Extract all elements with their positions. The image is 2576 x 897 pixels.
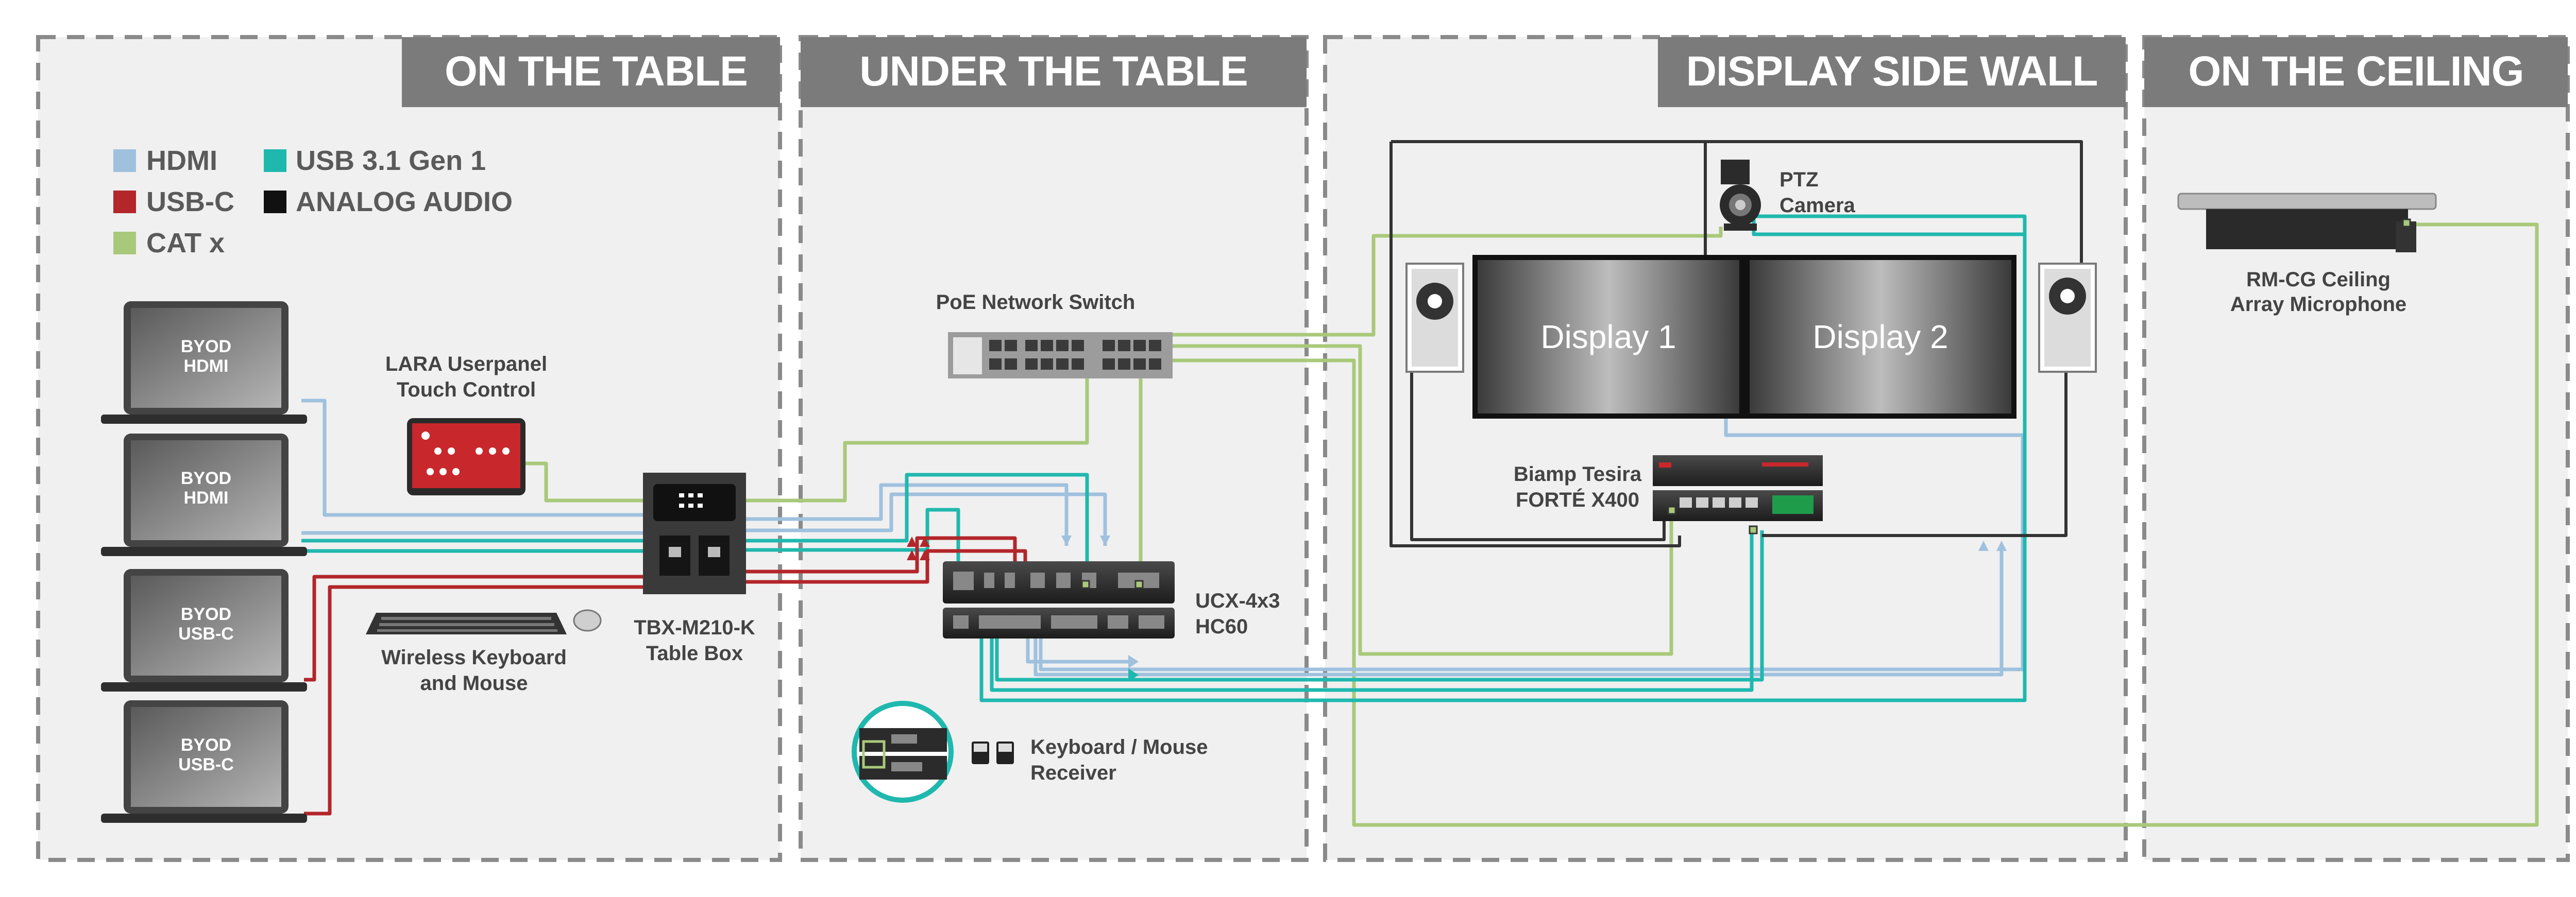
cable-hdmi — [744, 483, 1069, 546]
device-label: HC60 — [1195, 615, 1248, 638]
legend-swatch-catx — [113, 232, 136, 254]
cable-hdmi — [744, 492, 1107, 546]
laptop-label: HDMI — [184, 488, 229, 508]
device-label: Array Microphone — [2230, 293, 2406, 316]
cable-catx — [1171, 344, 1673, 656]
zone-display-side-wall: DISPLAY SIDE WALL — [1323, 35, 2128, 862]
laptop-3: BYOD USB-C — [101, 569, 307, 692]
device-label: Camera — [1780, 194, 1856, 217]
device-label: and Mouse — [420, 672, 528, 695]
zone-on-the-ceiling: ON THE CEILING — [2142, 35, 2570, 862]
ucx-matrix-switcher: UCX-4x3 HC60 — [943, 561, 1280, 639]
device-label: UCX-4x3 — [1195, 590, 1280, 612]
cable-analog-audio — [1704, 140, 2083, 268]
legend: HDMI USB 3.1 Gen 1 USB-C ANALOG AUDIO CA… — [113, 145, 513, 258]
device-label: TBX-M210-K — [634, 616, 755, 639]
zone-title: ON THE CEILING — [2188, 48, 2523, 95]
cable-catx — [1171, 222, 2539, 827]
laptop-label: USB-C — [178, 624, 234, 644]
zone-under-the-table: UNDER THE TABLE — [799, 35, 1309, 862]
ceiling-array-microphone: RM-CG Ceiling Array Microphone — [2177, 193, 2437, 316]
laptop-label: BYOD — [181, 605, 231, 624]
cable-usb3 — [744, 473, 1089, 582]
display-label: Display 2 — [1812, 318, 1948, 355]
cable-usb3 — [990, 530, 1754, 692]
device-label: Table Box — [646, 642, 743, 665]
cable-arrows — [1061, 536, 2007, 682]
device-label: PTZ — [1780, 168, 1819, 191]
cable-analog-audio — [1410, 371, 1666, 541]
cable-catx — [1171, 227, 1723, 337]
cables — [301, 140, 2539, 827]
connector-dots — [1081, 218, 2411, 589]
laptop-label: BYOD — [181, 337, 231, 356]
device-label: FORTÉ X400 — [1516, 488, 1639, 511]
zone-title: UNDER THE TABLE — [859, 48, 1247, 95]
cable-hdmi — [1026, 631, 1133, 664]
cable-usbc — [304, 575, 644, 682]
legend-label: USB-C — [146, 186, 234, 217]
zone-title: ON THE TABLE — [445, 48, 748, 95]
laptop-label: HDMI — [184, 356, 229, 376]
cable-hdmi — [301, 399, 644, 517]
cable-catx — [526, 461, 644, 503]
zone-title: DISPLAY SIDE WALL — [1686, 48, 2098, 95]
legend-label: ANALOG AUDIO — [296, 186, 513, 217]
device-label: Wireless Keyboard — [381, 646, 567, 669]
keyboard-mouse-receiver: Keyboard / Mouse Receiver — [852, 701, 1208, 803]
legend-swatch-analog-audio — [264, 191, 286, 213]
device-label: PoE Network Switch — [936, 291, 1136, 314]
device-label: Receiver — [1030, 762, 1116, 784]
cable-hdmi — [1033, 546, 2004, 677]
legend-swatch-hdmi — [113, 149, 136, 172]
speaker-right — [2038, 263, 2097, 373]
cable-usb3 — [744, 508, 960, 577]
display-label: Display 1 — [1540, 318, 1676, 355]
legend-label: USB 3.1 Gen 1 — [296, 145, 486, 176]
speaker-left — [1405, 263, 1464, 373]
wireless-keyboard-mouse: Wireless Keyboard and Mouse — [366, 609, 602, 695]
legend-label: HDMI — [146, 145, 217, 176]
display-1: Display 1 — [1472, 255, 1744, 419]
tbx-table-box: TBX-M210-K Table Box — [634, 473, 755, 665]
device-label: Keyboard / Mouse — [1030, 736, 1208, 758]
laptop-label: BYOD — [181, 735, 231, 755]
device-label: Touch Control — [397, 378, 536, 401]
cable-usb3 — [995, 530, 1764, 682]
device-label: Biamp Tesira — [1514, 463, 1642, 486]
laptop-label: USB-C — [178, 755, 234, 774]
device-label: RM-CG Ceiling — [2246, 268, 2391, 291]
lara-userpanel: LARA Userpanel Touch Control — [385, 353, 547, 495]
cable-catx — [744, 360, 1089, 503]
device-label: LARA Userpanel — [385, 353, 547, 375]
legend-swatch-usbc — [113, 191, 136, 213]
laptop-label: BYOD — [181, 469, 231, 488]
biamp-tesira: Biamp Tesira FORTÉ X400 — [1514, 455, 1823, 521]
laptop-2: BYOD HDMI — [101, 434, 307, 556]
legend-swatch-usb3 — [264, 149, 286, 172]
legend-label: CAT x — [146, 228, 225, 258]
cable-analog-audio — [1762, 371, 2067, 537]
usbc-arrows — [907, 537, 930, 560]
cable-analog-audio — [1389, 140, 1705, 547]
laptop-4: BYOD USB-C — [101, 700, 307, 823]
display-2: Display 2 — [1744, 255, 2016, 419]
cable-usbc — [304, 585, 644, 816]
laptop-1: BYOD HDMI — [101, 301, 307, 424]
ptz-camera: PTZ Camera — [1720, 160, 1856, 231]
poe-network-switch: PoE Network Switch — [936, 291, 1173, 378]
